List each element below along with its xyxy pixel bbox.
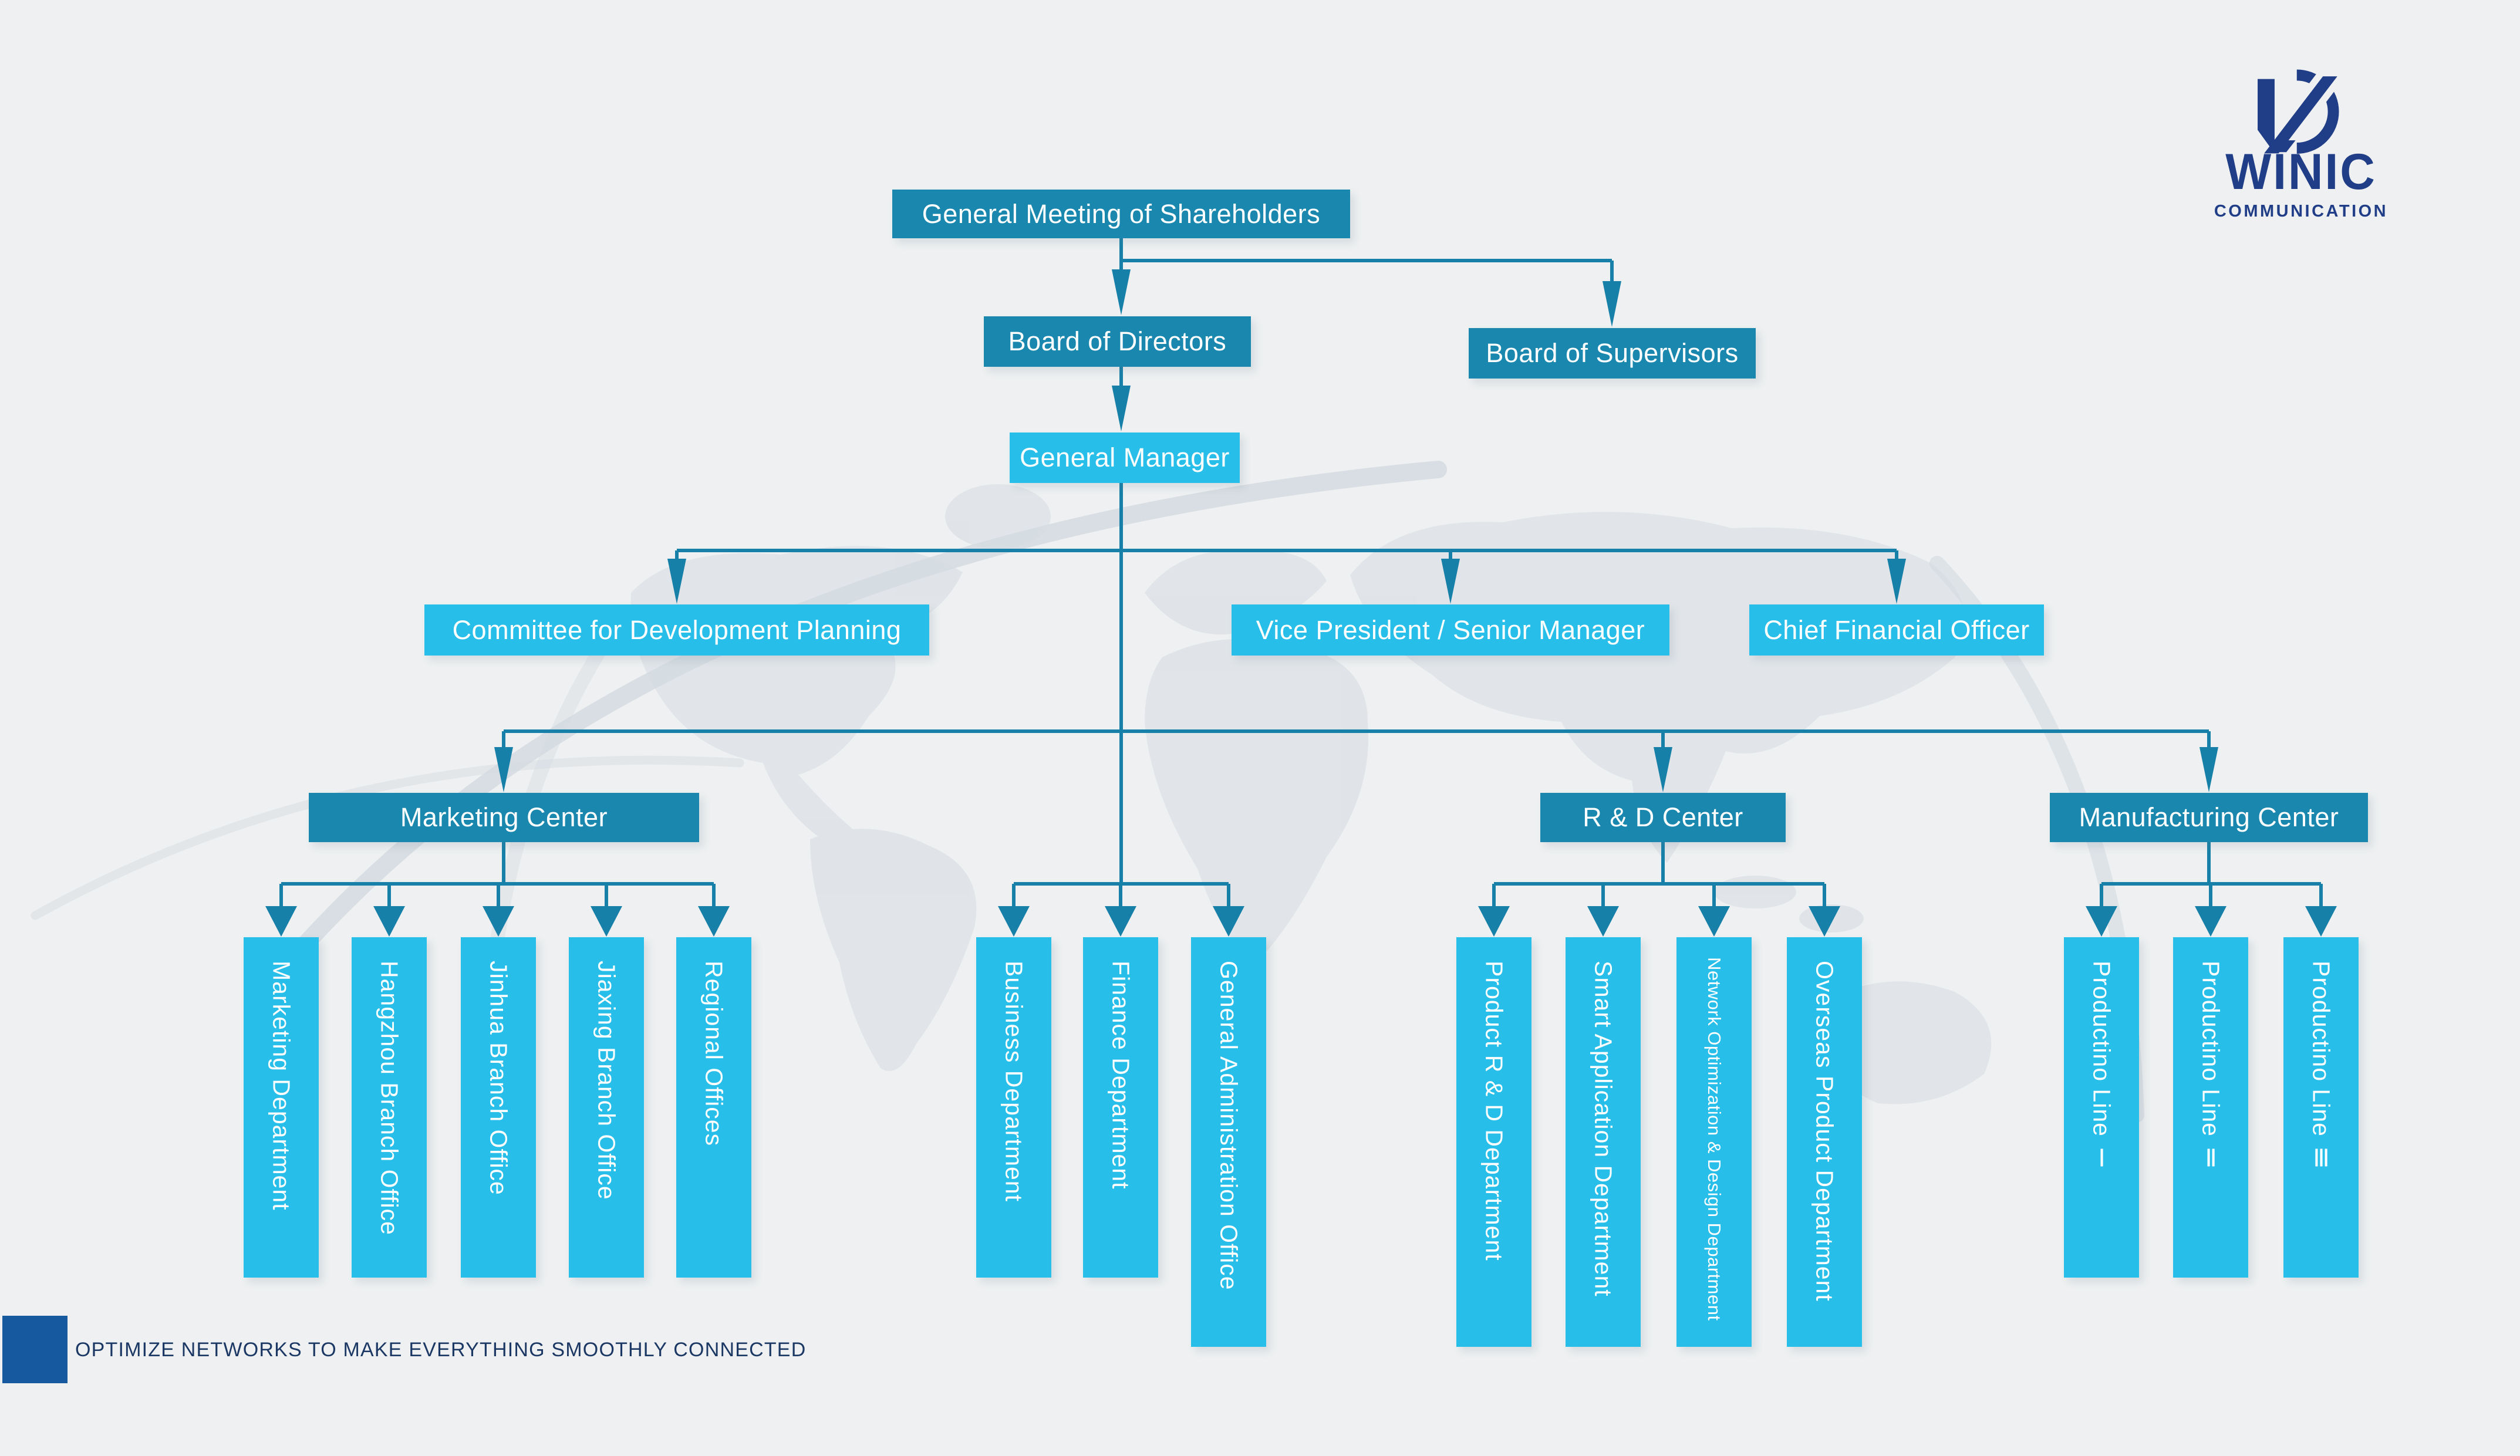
- node-jinhua-branch-office: Jinhua Branch Office: [461, 937, 536, 1278]
- winic-logo-subtext: COMMUNICATION: [2214, 202, 2389, 221]
- node-hangzhou-branch-office: Hangzhou Branch Office: [352, 937, 427, 1278]
- node-committee-for-development-planning: Committee for Development Planning: [424, 604, 929, 656]
- node-regional-offices: Regional Offices: [676, 937, 751, 1278]
- node-label: Regional Offices: [700, 961, 728, 1147]
- node-finance-department: Finance Department: [1083, 937, 1158, 1278]
- node-label: Product R & D Department: [1480, 961, 1508, 1261]
- node-network-optimization-design-department: Network Optimization & Design Department: [1676, 937, 1752, 1347]
- node-production-line-3: Productino Line Ⅲ: [2283, 937, 2359, 1278]
- node-label: Productino Line Ⅲ: [2308, 961, 2335, 1173]
- node-vice-president-senior-manager: Vice President / Senior Manager: [1232, 604, 1669, 656]
- node-label: Overseas Product Department: [1811, 961, 1838, 1302]
- node-overseas-product-department: Overseas Product Department: [1787, 937, 1862, 1347]
- node-label: Marketing Department: [268, 961, 295, 1211]
- node-production-line-2: Productino Line Ⅱ: [2173, 937, 2248, 1278]
- node-label: Jiaxing Branch Office: [593, 961, 620, 1200]
- node-general-manager: General Manager: [1010, 433, 1240, 483]
- arrow-down-icon: [265, 906, 2337, 937]
- node-label: Hangzhou Branch Office: [376, 961, 403, 1235]
- winic-logo-text: WINIC: [2225, 144, 2377, 200]
- node-label: Finance Department: [1107, 961, 1135, 1190]
- footer-accent-square: [2, 1316, 68, 1383]
- node-manufacturing-center: Manufacturing Center: [2050, 793, 2368, 842]
- arrow-down-icon: [494, 269, 2218, 792]
- node-jiaxing-branch-office: Jiaxing Branch Office: [569, 937, 644, 1278]
- node-product-rd-department: Product R & D Department: [1456, 937, 1531, 1347]
- node-rd-center: R & D Center: [1540, 793, 1786, 842]
- node-label: Smart Application Department: [1590, 961, 1617, 1297]
- node-label: Jinhua Branch Office: [485, 961, 512, 1195]
- node-general-administration-office: General Administration Office: [1191, 937, 1266, 1347]
- node-label: Productino Line Ⅱ: [2197, 961, 2225, 1173]
- footer-slogan: OPTIMIZE NETWORKS TO MAKE EVERYTHING SMO…: [75, 1339, 807, 1361]
- node-production-line-1: Productino Line Ⅰ: [2064, 937, 2139, 1278]
- node-label: Network Optimization & Design Department: [1703, 957, 1725, 1321]
- node-board-of-supervisors: Board of Supervisors: [1469, 328, 1756, 379]
- node-label: General Administration Office: [1215, 961, 1243, 1291]
- node-marketing-department: Marketing Department: [244, 937, 319, 1278]
- node-label: Business Department: [1000, 961, 1028, 1202]
- node-marketing-center: Marketing Center: [309, 793, 699, 842]
- node-business-department: Business Department: [976, 937, 1051, 1278]
- winic-logo-mark-icon: [2258, 69, 2340, 161]
- node-smart-application-department: Smart Application Department: [1566, 937, 1641, 1347]
- node-board-of-directors: Board of Directors: [984, 316, 1251, 367]
- node-general-meeting-of-shareholders: General Meeting of Shareholders: [892, 190, 1350, 238]
- node-label: Productino Line Ⅰ: [2088, 961, 2116, 1173]
- node-chief-financial-officer: Chief Financial Officer: [1749, 604, 2044, 656]
